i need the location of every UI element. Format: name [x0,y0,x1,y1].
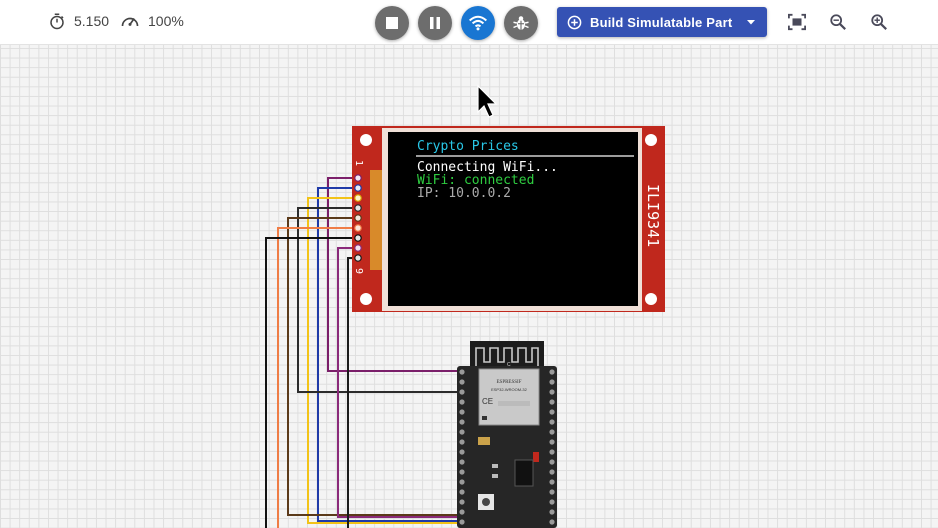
chip-label: C [507,362,511,368]
simulation-toolbar: 5.150 100% [0,0,938,45]
wifi-icon [468,15,488,31]
screen-title: Crypto Prices [417,139,519,154]
wire-black[interactable] [265,237,358,528]
build-button-label: Build Simulatable Part [590,14,733,30]
speed-stat: 100% [120,12,184,30]
plus-circle-icon [567,15,582,29]
wire-brown[interactable] [287,217,458,516]
module-pin1-mark [482,416,487,420]
ili9341-display[interactable]: Crypto Prices Connecting WiFi... WiFi: c… [352,126,665,312]
zoom-out-button[interactable] [827,11,849,33]
screen-line-1: Connecting WiFi... [417,160,558,175]
zoom-in-button[interactable] [868,11,890,33]
wire-magenta[interactable] [337,247,458,518]
stop-button[interactable] [375,6,409,40]
pause-button[interactable] [418,6,452,40]
wire-orange[interactable] [277,227,358,528]
debug-button[interactable] [504,6,538,40]
wire-dark-1[interactable] [297,207,458,393]
bug-icon [513,16,529,30]
speedometer-icon [121,17,139,27]
build-simulatable-part-button[interactable]: Build Simulatable Part [557,7,767,37]
wires [265,177,458,528]
stopwatch-icon [50,13,64,30]
mount-hole [645,293,657,305]
esp32-pin-row-left[interactable] [459,369,465,525]
circuit-canvas[interactable]: Crypto Prices Connecting WiFi... WiFi: c… [0,45,938,528]
pause-icon [430,17,440,29]
screen-line-3: IP: 10.0.0.2 [417,186,511,201]
screen-line-2: WiFi: connected [417,173,534,188]
ce-mark: CE [482,397,493,406]
wire-purple[interactable] [327,177,458,372]
module-name: ESP32-WROOM-32 [491,387,528,392]
display-model-label: ILI9341 [644,184,662,247]
module-vendor: ESPRESSIF [496,380,521,385]
zoom-out-icon [830,14,846,30]
dropdown-caret-icon[interactable] [746,19,756,25]
sim-time-value: 5.150 [74,13,110,29]
smd-component [478,437,490,445]
display-pin-header[interactable] [354,174,362,262]
esp32-pin-row-right[interactable] [549,369,555,525]
wire-blue[interactable] [317,187,458,522]
pin-label-first: 1 [353,160,364,166]
mount-hole [360,293,372,305]
mouse-cursor-icon [477,84,498,118]
zoom-in-icon [871,14,887,30]
antenna-trace [475,347,539,366]
smd-resistor [492,474,498,478]
mount-hole [360,134,372,146]
fit-screen-button[interactable] [786,11,808,33]
speed-value: 100% [148,13,184,29]
module-fcc-text [498,401,530,406]
power-led [533,452,539,462]
fit-screen-icon [788,13,806,31]
boot-button-cap [482,498,490,506]
pin-label-last: 9 [353,268,364,274]
smd-resistor [492,464,498,468]
esp32-devkit[interactable]: ESPRESSIF ESP32-WROOM-32 CE C [457,341,557,528]
tft-screen [388,132,638,306]
voltage-regulator [514,459,534,487]
wifi-button[interactable] [461,6,495,40]
mount-hole [645,134,657,146]
sim-time-stat: 5.150 [48,12,109,30]
wire-yellow[interactable] [307,197,458,524]
wroom-shield [478,368,540,426]
stop-icon [386,17,398,29]
